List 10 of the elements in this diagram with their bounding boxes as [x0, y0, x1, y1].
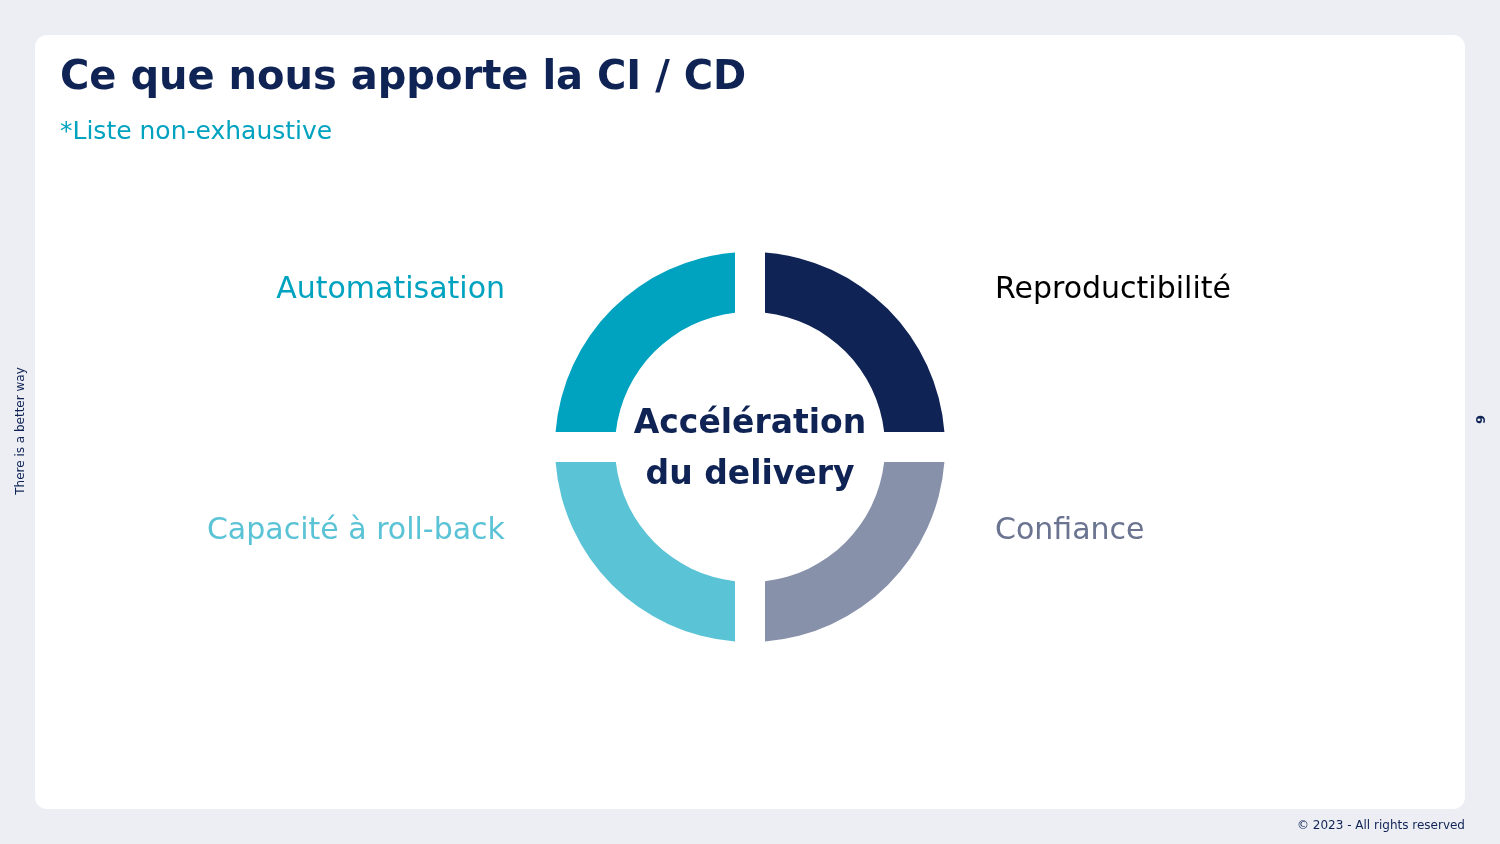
segment-label: Automatisation — [276, 270, 505, 305]
tagline: There is a better way — [13, 366, 27, 496]
slide-title: Ce que nous apporte la CI / CD — [60, 52, 747, 98]
segment-label: Capacité à roll-back — [206, 511, 505, 546]
footer-copyright: © 2023 - All rights reserved — [1297, 818, 1465, 832]
segment-label: Confiance — [995, 511, 1145, 546]
subtitle: *Liste non-exhaustive — [60, 116, 333, 145]
center-heading: Accélération du delivery — [632, 400, 868, 494]
segment-label: Reproductibilité — [995, 270, 1231, 305]
page-number: 6 — [1473, 415, 1488, 424]
